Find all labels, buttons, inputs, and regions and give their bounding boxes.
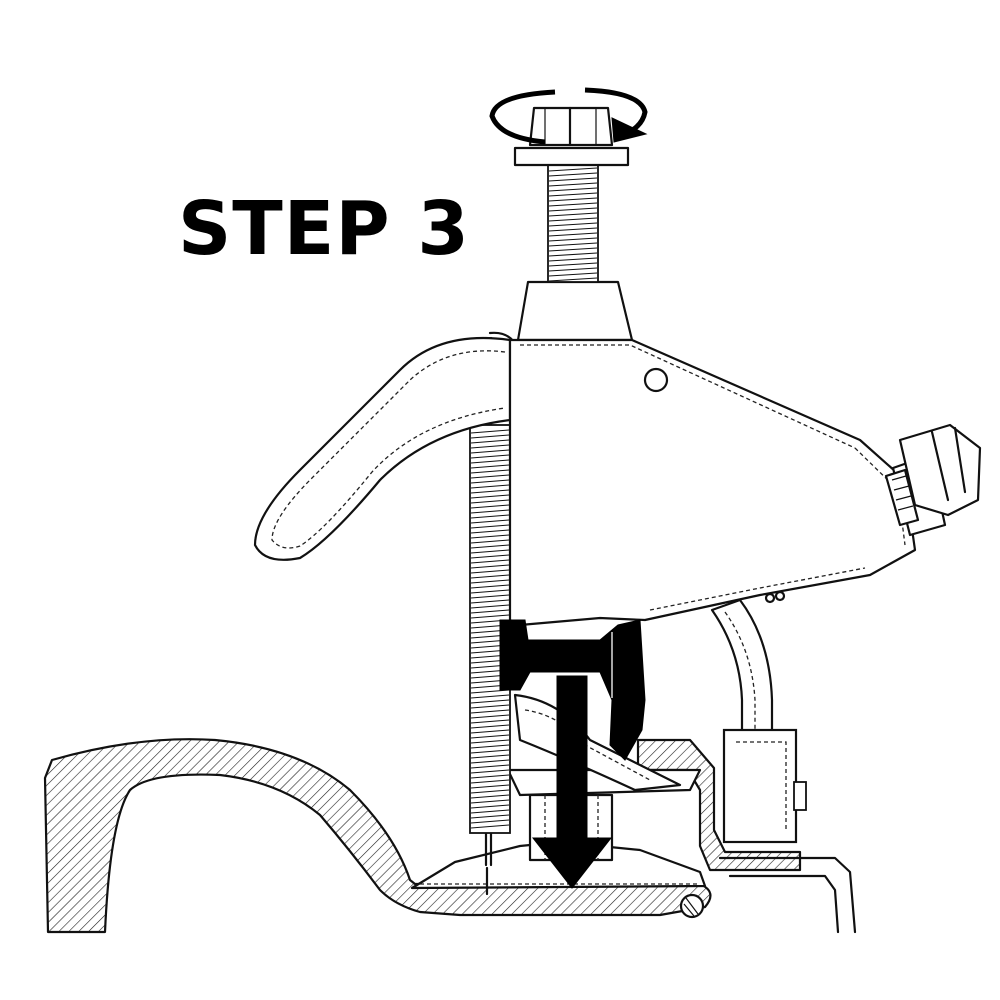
down-arrow-icon	[531, 675, 613, 889]
clamp-jaw	[499, 619, 646, 761]
rotation-arrow-icon	[489, 87, 648, 145]
step-title: STEP 3	[178, 186, 470, 272]
pivot-hole	[643, 367, 669, 393]
main-body	[508, 280, 917, 627]
center-lower-block	[506, 693, 702, 862]
side-bolt	[884, 423, 982, 537]
wheel-rim-section	[43, 738, 857, 934]
handle-tube	[253, 331, 524, 561]
top-bolt	[513, 106, 630, 283]
side-arm	[710, 590, 807, 844]
